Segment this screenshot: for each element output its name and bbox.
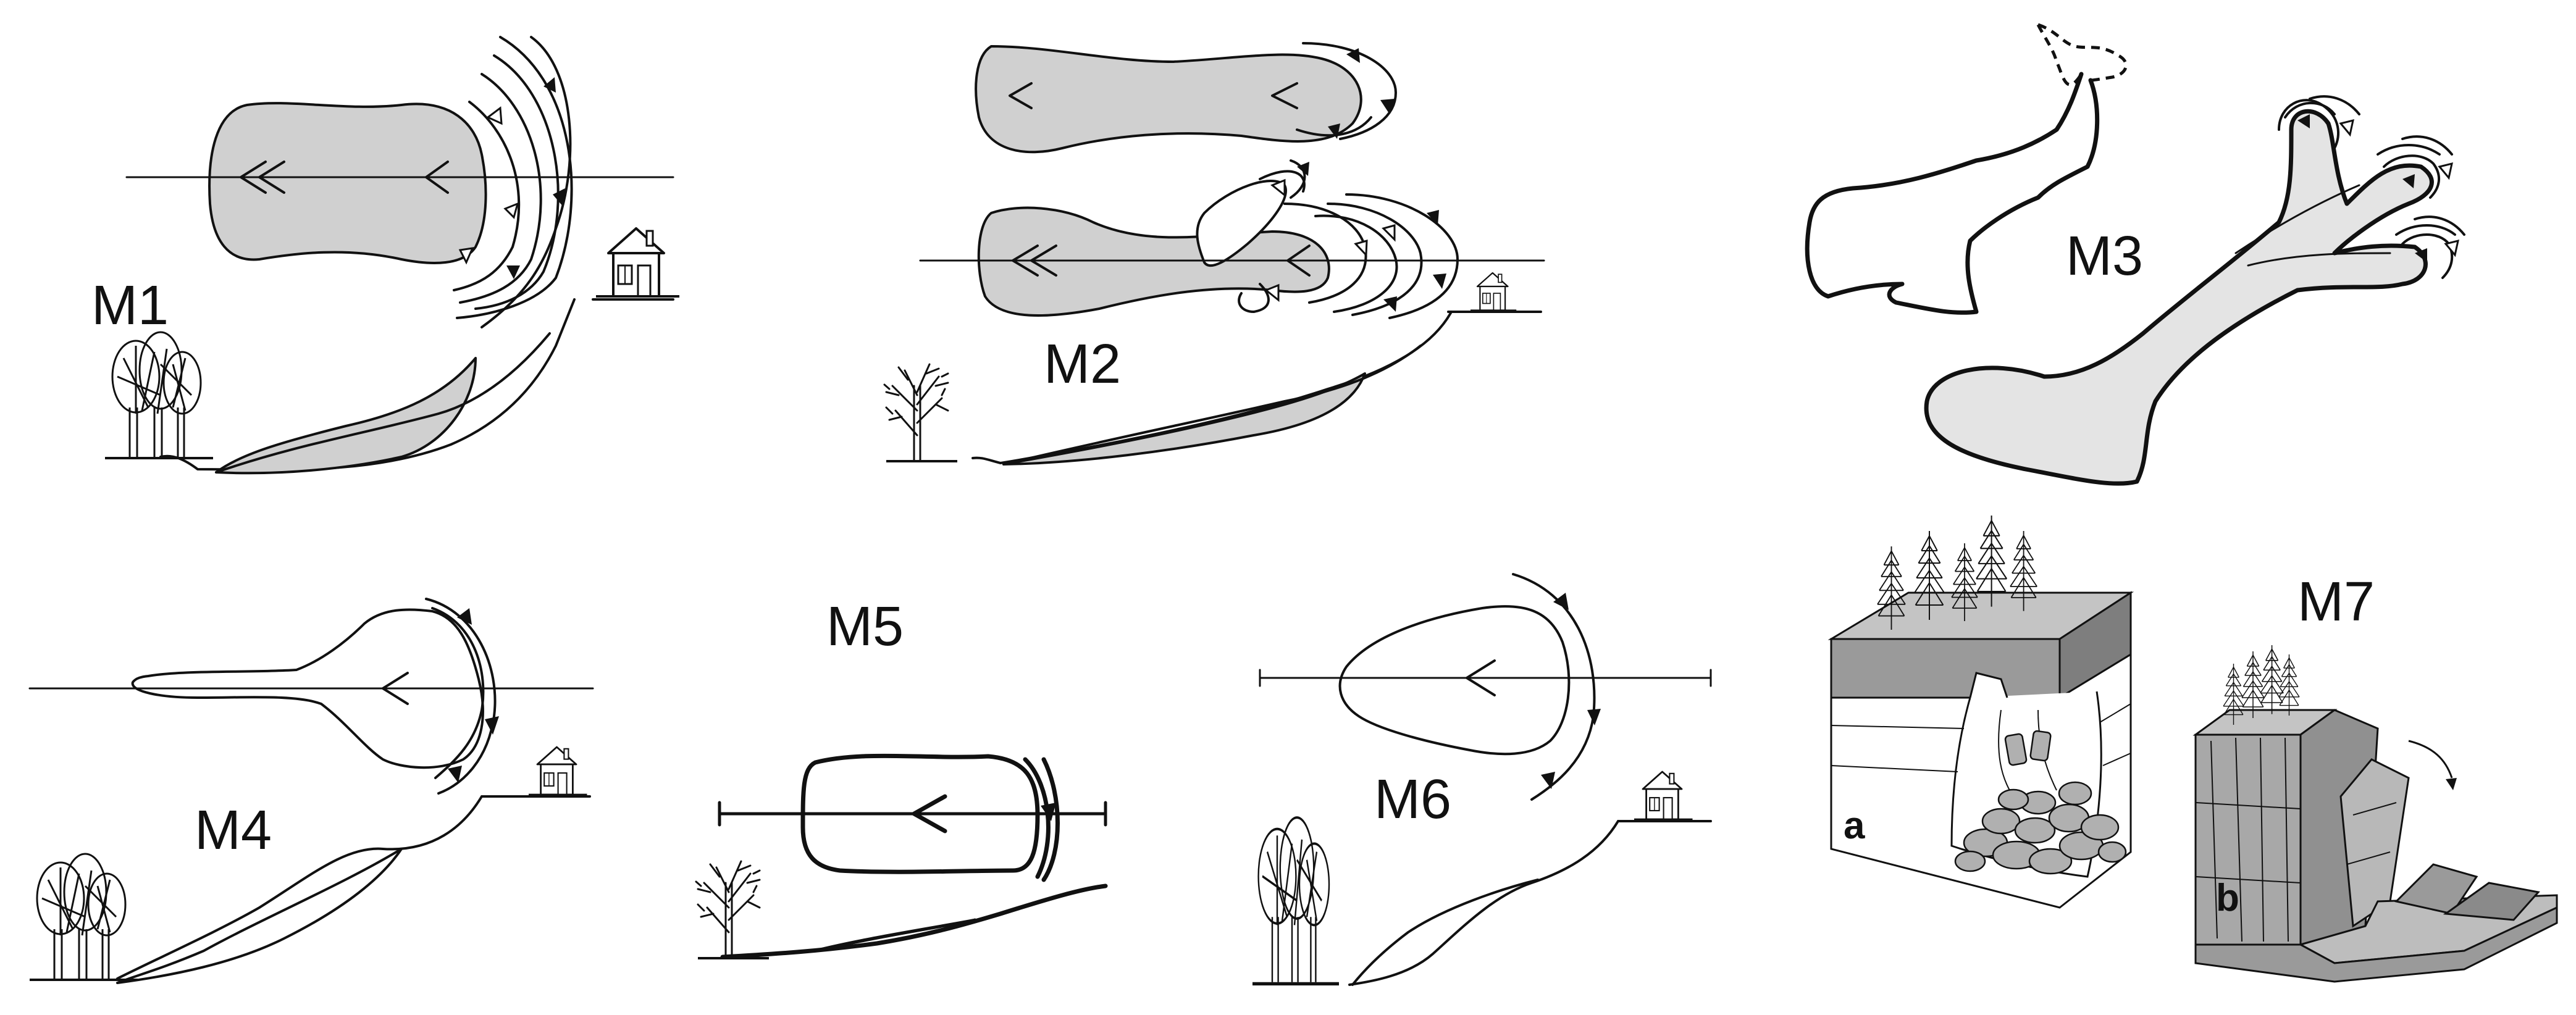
- m4-deposit-outline: [116, 848, 403, 984]
- panel-label-m3: M3: [2066, 225, 2143, 287]
- scarp-triangle-icon: [1587, 709, 1601, 725]
- m5-slide-block: [800, 753, 1040, 874]
- panel-label-m7: M7: [2297, 571, 2375, 633]
- panel-m7: M7: [1827, 514, 2558, 983]
- m2-tail: [1238, 283, 1270, 313]
- m7-sub-label-b: b: [2216, 877, 2239, 919]
- panel-m1: M1: [91, 36, 681, 475]
- scarp-triangle-icon: [1297, 162, 1309, 176]
- panel-label-m4: M4: [195, 800, 272, 861]
- scarp-triangle-icon: [2297, 114, 2310, 128]
- m3-source-channel: [1805, 72, 2100, 315]
- direction-arrow-icon: [1286, 244, 1311, 277]
- direction-arrow-icon: [1009, 82, 1033, 109]
- scarp-triangle-icon: [458, 247, 474, 265]
- m4-slide-outline: [131, 608, 484, 769]
- tree-icon: [28, 853, 139, 981]
- m2-scarp-5: [1345, 193, 1459, 319]
- direction-arrow-icon: [382, 672, 409, 705]
- scarp-triangle-icon: [1264, 283, 1280, 303]
- scarp-triangle-icon: [486, 106, 503, 125]
- m1-scarp-1: [453, 101, 521, 291]
- m5-slide-deposit: [815, 918, 976, 953]
- scarp-triangle-icon: [457, 608, 472, 625]
- m6-slide-outline: [1338, 605, 1571, 756]
- m7b-topple-block: b: [2192, 645, 2558, 983]
- tree-icon: [695, 860, 770, 959]
- m5-terrain-profile: [720, 883, 1108, 959]
- m2-scarp-1: [1259, 170, 1306, 193]
- scarp-triangle-icon: [448, 766, 462, 783]
- scarp-triangle-icon: [1541, 772, 1555, 789]
- m3-flow-line: [2234, 184, 2391, 267]
- scarp-triangle-icon: [1553, 593, 1569, 610]
- scarp-triangle-icon: [2402, 174, 2415, 188]
- m3-deposit-fan: [1924, 109, 2434, 486]
- scarp-triangle-icon: [1427, 210, 1439, 225]
- m6-terrain-profile: [1348, 820, 1712, 986]
- panel-label-m6: M6: [1374, 769, 1451, 830]
- panel-label-m1: M1: [91, 275, 169, 336]
- direction-arrow-icon: [1466, 659, 1496, 696]
- scarp-triangle-icon: [2444, 239, 2459, 257]
- m2-failure-surface: [1002, 345, 1422, 466]
- m4-scarp-1: [431, 607, 485, 779]
- panel-m6: M6: [1252, 573, 1712, 986]
- m2-scarp-6: [1290, 159, 1306, 199]
- m2-upper-scarp: [1296, 42, 1397, 140]
- m7a-rockfall-block: a: [1827, 514, 2134, 909]
- scarp-triangle-icon: [1346, 48, 1360, 63]
- tree-icon: [883, 363, 959, 462]
- direction-arrow-icon: [240, 161, 285, 194]
- direction-arrow-icon: [1271, 82, 1298, 109]
- m1-slide-mass: [208, 102, 487, 264]
- scarp-triangle-icon: [2438, 162, 2453, 180]
- direction-arrow-icon: [425, 161, 449, 194]
- scarp-triangle-icon: [1383, 296, 1397, 312]
- scarp-triangle-icon: [543, 77, 556, 93]
- panel-m5: M5: [695, 596, 1108, 959]
- scarp-triangle-icon: [1328, 123, 1340, 139]
- house-icon: [1469, 272, 1517, 311]
- m1-scarp-2: [459, 73, 542, 304]
- m1-crown-scarp: [480, 36, 572, 328]
- m2-slide-lobe: [1196, 179, 1287, 267]
- panel-m4: M4: [28, 598, 594, 984]
- panel-m2: M2: [883, 42, 1545, 466]
- direction-arrow-icon: [912, 794, 947, 833]
- scarp-triangle-icon: [506, 265, 520, 279]
- house-icon: [527, 746, 588, 796]
- scarp-triangle-icon: [1041, 803, 1056, 821]
- m2-scarp-3: [1314, 214, 1398, 313]
- m4-terrain-profile: [116, 795, 591, 980]
- house-icon: [1633, 771, 1693, 821]
- scarp-triangle-icon: [1382, 224, 1396, 242]
- scarp-triangle-icon: [485, 716, 499, 735]
- tree-icon: [1252, 817, 1339, 984]
- panel-label-m2: M2: [1044, 333, 1121, 395]
- m6-failure-surface: [1351, 879, 1539, 986]
- m2-upper-mass: [975, 45, 1362, 154]
- m1-failure-surface: [215, 332, 551, 474]
- m6-scarp-1: [1512, 573, 1596, 801]
- scarp-triangle-icon: [553, 188, 565, 207]
- panel-m3: M3: [1805, 23, 2465, 486]
- scarp-triangle-icon: [503, 202, 519, 219]
- scarp-triangle-icon: [1380, 99, 1395, 114]
- scarp-triangle-icon: [2339, 119, 2354, 137]
- m1-terrain-profile: [159, 298, 674, 471]
- m3-dashed-crown: [2036, 23, 2128, 86]
- panel-label-m5: M5: [826, 596, 904, 658]
- scarp-triangle-icon: [2415, 248, 2427, 262]
- direction-arrow-icon: [2446, 778, 2457, 790]
- direction-arrow-icon: [1012, 244, 1057, 277]
- m1-deposit: [215, 357, 477, 475]
- scarp-triangle-icon: [1433, 274, 1446, 289]
- scarp-triangle-icon: [1270, 178, 1286, 198]
- m7-sub-label-a: a: [1844, 804, 1865, 847]
- tree-icon: [104, 331, 214, 459]
- scarp-triangle-icon: [1354, 240, 1368, 257]
- house-icon: [595, 227, 681, 298]
